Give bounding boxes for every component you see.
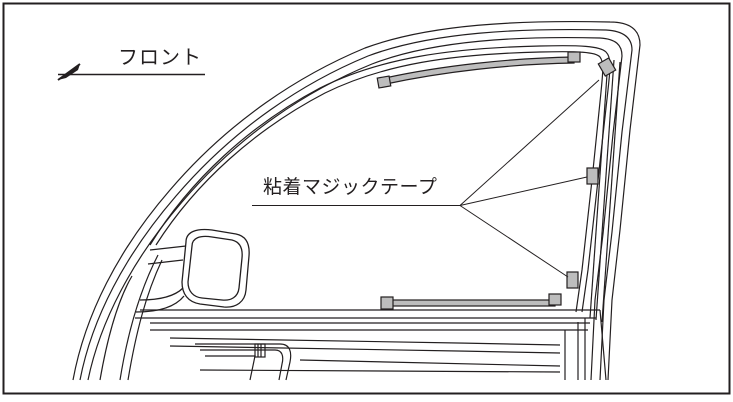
door-panel [135, 309, 607, 381]
front-direction-label: フロント [118, 45, 202, 69]
door-frame [72, 20, 641, 381]
side-mirror [135, 228, 250, 313]
top-tape-strip [376, 51, 581, 89]
pillar-tape-tabs [566, 57, 617, 289]
diagram-frame [2, 2, 731, 395]
callout-leaders [252, 79, 600, 278]
bottom-tape-strip [380, 293, 562, 310]
front-arrow [57, 63, 205, 81]
velcro-tape-callout-label: 粘着マジックテープ [263, 176, 438, 198]
